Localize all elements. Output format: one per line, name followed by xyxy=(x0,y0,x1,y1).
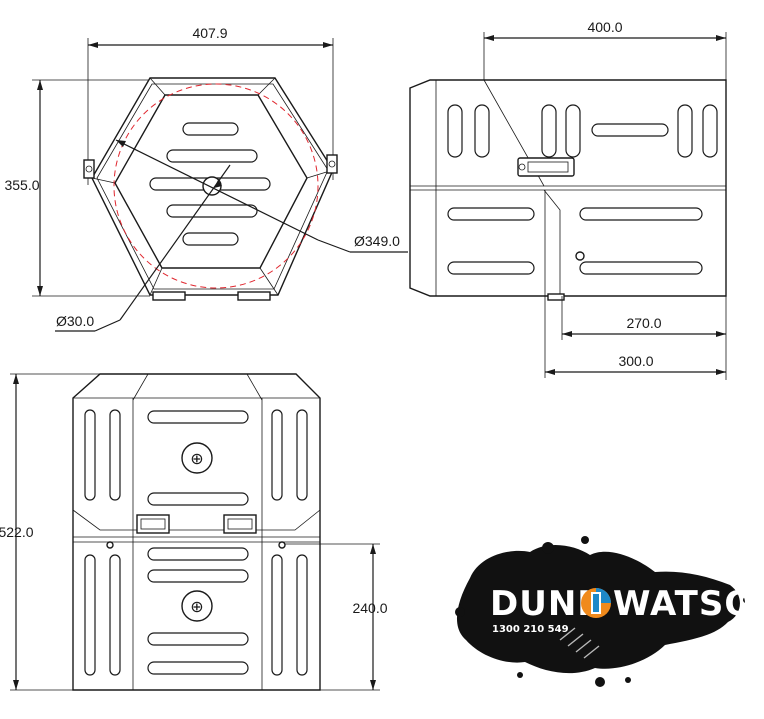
dim-label-depth-inner: 270.0 xyxy=(626,315,661,331)
dimension-front-lower: 240.0 xyxy=(285,543,388,691)
svg-text:⊕: ⊕ xyxy=(190,449,203,468)
emblem-upper xyxy=(181,442,213,474)
dim-label-height: 355.0 xyxy=(4,177,39,193)
dim-label-inner-diameter: Ø30.0 xyxy=(56,313,94,329)
logo-phone: 1300 210 549 xyxy=(492,624,569,635)
leader-inner-diameter: Ø30.0 xyxy=(55,164,231,332)
dimension-height: 355.0 xyxy=(4,79,150,297)
svg-text:⊕: ⊕ xyxy=(190,597,203,616)
dimension-depth-inner: 270.0 xyxy=(561,296,727,380)
end-view: 407.9 355.0 xyxy=(4,25,408,332)
dim-label-front-height: 522.0 xyxy=(0,524,34,540)
dimension-length: 400.0 xyxy=(483,19,727,80)
leader-outer-diameter: Ø349.0 xyxy=(115,139,408,253)
logo-text-watson: WATSON xyxy=(613,584,764,624)
dim-label-outer-diameter: Ø349.0 xyxy=(354,233,400,249)
side-view: 400.0 xyxy=(409,19,727,380)
dimension-front-height: 522.0 xyxy=(0,373,100,691)
latch xyxy=(517,157,575,177)
dim-label-depth-outer: 300.0 xyxy=(618,353,653,369)
front-view: 522.0 ⊕ ⊕ xyxy=(0,373,388,691)
dim-label-length: 400.0 xyxy=(587,19,622,35)
brand-logo: DUNN WATSON 1300 210 549 xyxy=(455,536,764,687)
emblem-lower xyxy=(181,590,213,622)
dim-label-width: 407.9 xyxy=(192,25,227,41)
reference-circle xyxy=(113,83,319,289)
dimension-depth-outer: 300.0 xyxy=(544,190,726,378)
dimension-width: 407.9 xyxy=(87,25,334,185)
dim-label-front-lower: 240.0 xyxy=(352,600,387,616)
